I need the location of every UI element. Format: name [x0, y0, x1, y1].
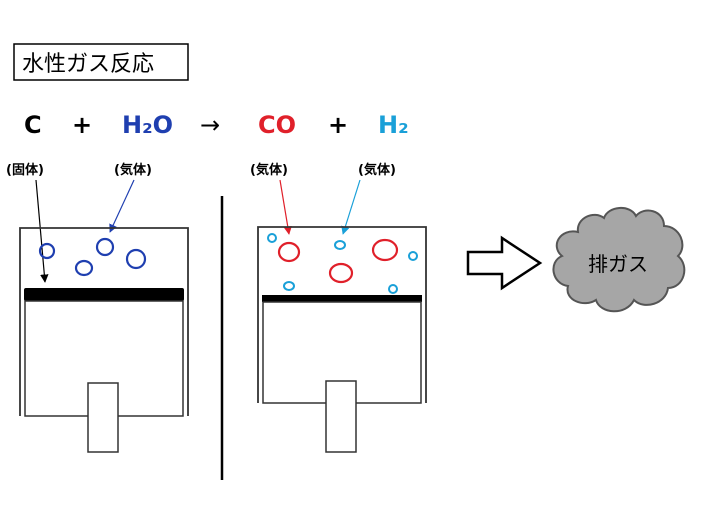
pointer-h2 [341, 179, 361, 235]
eq-plus-2: + [328, 111, 348, 139]
pointer-h2o [109, 179, 135, 233]
eq-carbon-monoxide: CO [258, 111, 296, 139]
cylinder-before [19, 227, 189, 453]
cloud-shape [552, 207, 686, 313]
connecting-rod-left [87, 382, 119, 453]
h2o-molecule [38, 242, 56, 260]
label-gas-h2o: (気体) [114, 162, 152, 178]
pointer-solid [35, 179, 49, 283]
co-molecule [328, 262, 354, 284]
h2o-molecule [74, 259, 94, 277]
h2o-molecule [95, 237, 115, 257]
co-molecule [371, 238, 399, 262]
label-solid: (固体) [6, 162, 44, 178]
h2o-molecule [125, 248, 147, 270]
exhaust-label: 排ガス [588, 252, 648, 276]
h2-molecule [267, 233, 277, 243]
exhaust-cloud: 排ガス [552, 207, 686, 313]
piston-head-right [262, 295, 422, 302]
piston-head-left [24, 288, 184, 301]
h2-molecule [334, 240, 346, 250]
h2-molecule [388, 284, 398, 294]
diagram-title: 水性ガス反応 [22, 52, 154, 77]
title-box [13, 43, 189, 81]
pointer-co [279, 179, 292, 235]
eq-hydrogen: H₂ [378, 111, 409, 139]
exhaust-arrow [466, 235, 543, 291]
eq-carbon: C [24, 111, 42, 139]
eq-arrow: → [200, 111, 220, 139]
label-gas-h2: (気体) [358, 162, 396, 178]
connecting-rod-right [325, 380, 357, 453]
cylinder-wall-right [257, 226, 427, 403]
h2-molecule [283, 281, 295, 291]
h2-molecule [408, 251, 418, 261]
eq-water: H₂O [122, 111, 173, 139]
cylinder-after [257, 226, 427, 453]
co-molecule [277, 241, 301, 263]
label-gas-co: (気体) [250, 162, 288, 178]
cylinder-wall-left [19, 227, 189, 416]
eq-plus-1: + [72, 111, 92, 139]
